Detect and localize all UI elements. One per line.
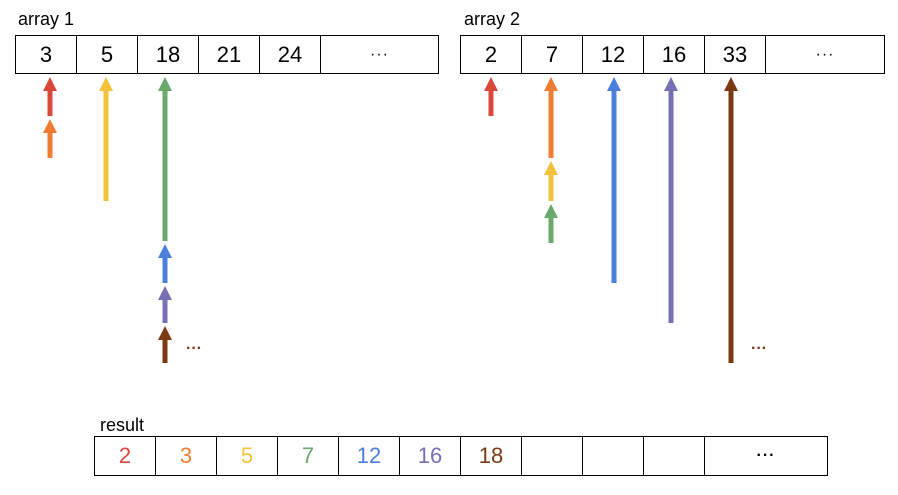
arrow-shaft bbox=[548, 174, 554, 201]
arrow-head bbox=[158, 286, 172, 300]
arrow-a1-green bbox=[158, 77, 172, 241]
arrow-a1-purple bbox=[158, 286, 172, 323]
arrow-a1-red bbox=[43, 77, 57, 116]
array2-cell: 33 bbox=[705, 36, 766, 73]
arrow-shaft bbox=[162, 299, 168, 323]
arrow-head bbox=[607, 77, 621, 91]
array1-label: array 1 bbox=[18, 9, 75, 29]
result-cell: 12 bbox=[339, 437, 400, 475]
array1-cell: 21 bbox=[199, 36, 260, 73]
result-cell bbox=[583, 437, 644, 475]
array2-label: array 2 bbox=[464, 9, 521, 29]
arrow-shaft bbox=[103, 90, 109, 201]
result-cell bbox=[522, 437, 583, 475]
arrow-a2-brown bbox=[724, 77, 738, 363]
arrow-a2-orange bbox=[544, 77, 558, 158]
arrow-shaft bbox=[162, 339, 168, 363]
arrow-shaft bbox=[548, 217, 554, 243]
array2-continuation-dots: ··· bbox=[751, 340, 767, 357]
result-cell: 7 bbox=[278, 437, 339, 475]
result-cell: 3 bbox=[156, 437, 217, 475]
arrow-head bbox=[544, 161, 558, 175]
arrow-head bbox=[43, 119, 57, 133]
arrow-head bbox=[158, 326, 172, 340]
array1-cell: 18 bbox=[138, 36, 199, 73]
array1-cells: 3 5 18 21 24 ··· bbox=[15, 35, 439, 74]
arrow-shaft bbox=[668, 90, 674, 323]
arrow-head bbox=[99, 77, 113, 91]
array1-cell-ellipsis: ··· bbox=[370, 45, 389, 63]
arrow-head bbox=[544, 77, 558, 91]
arrow-head bbox=[664, 77, 678, 91]
array2-cell: 12 bbox=[583, 36, 644, 73]
arrow-shaft bbox=[47, 90, 53, 116]
result-label: result bbox=[100, 415, 145, 435]
arrow-shaft bbox=[162, 257, 168, 283]
array1-continuation-dots: ··· bbox=[186, 340, 202, 357]
arrow-a2-green bbox=[544, 204, 558, 243]
arrow-shaft bbox=[162, 90, 168, 241]
array2-cell: 7 bbox=[522, 36, 583, 73]
arrow-head bbox=[158, 77, 172, 91]
arrow-head bbox=[544, 204, 558, 218]
array2-cell-ellipsis: ··· bbox=[815, 45, 835, 63]
result-cell: 2 bbox=[95, 437, 156, 475]
arrow-head bbox=[484, 77, 498, 91]
arrow-shaft bbox=[728, 90, 734, 363]
array2-cells: 2 7 12 16 33 ··· bbox=[460, 35, 885, 74]
arrow-a2-blue bbox=[607, 77, 621, 283]
result-cell-ellipsis: ··· bbox=[756, 447, 776, 464]
arrow-shaft bbox=[548, 90, 554, 158]
arrow-a1-blue bbox=[158, 244, 172, 283]
arrow-shaft bbox=[47, 132, 53, 158]
arrow-a2-yellow bbox=[544, 161, 558, 201]
result-cell: 16 bbox=[400, 437, 461, 475]
arrow-shaft bbox=[611, 90, 617, 283]
result-cell bbox=[644, 437, 705, 475]
arrow-head bbox=[43, 77, 57, 91]
arrow-a1-orange bbox=[43, 119, 57, 158]
arrow-a1-brown bbox=[158, 326, 172, 363]
arrow-head bbox=[158, 244, 172, 258]
array2-cell: 2 bbox=[461, 36, 522, 73]
array1-cell: 5 bbox=[77, 36, 138, 73]
arrow-a1-yellow bbox=[99, 77, 113, 201]
arrow-head bbox=[724, 77, 738, 91]
array1-cell: 3 bbox=[16, 36, 77, 73]
array1-cell: 24 bbox=[260, 36, 321, 73]
result-cell: 18 bbox=[461, 437, 522, 475]
array2-cell: 16 bbox=[644, 36, 705, 73]
arrow-shaft bbox=[488, 90, 494, 116]
arrow-a2-red bbox=[484, 77, 498, 116]
result-cells: 2 3 5 7 12 16 18 ··· bbox=[94, 436, 828, 476]
arrow-a2-purple bbox=[664, 77, 678, 323]
result-cell: 5 bbox=[217, 437, 278, 475]
